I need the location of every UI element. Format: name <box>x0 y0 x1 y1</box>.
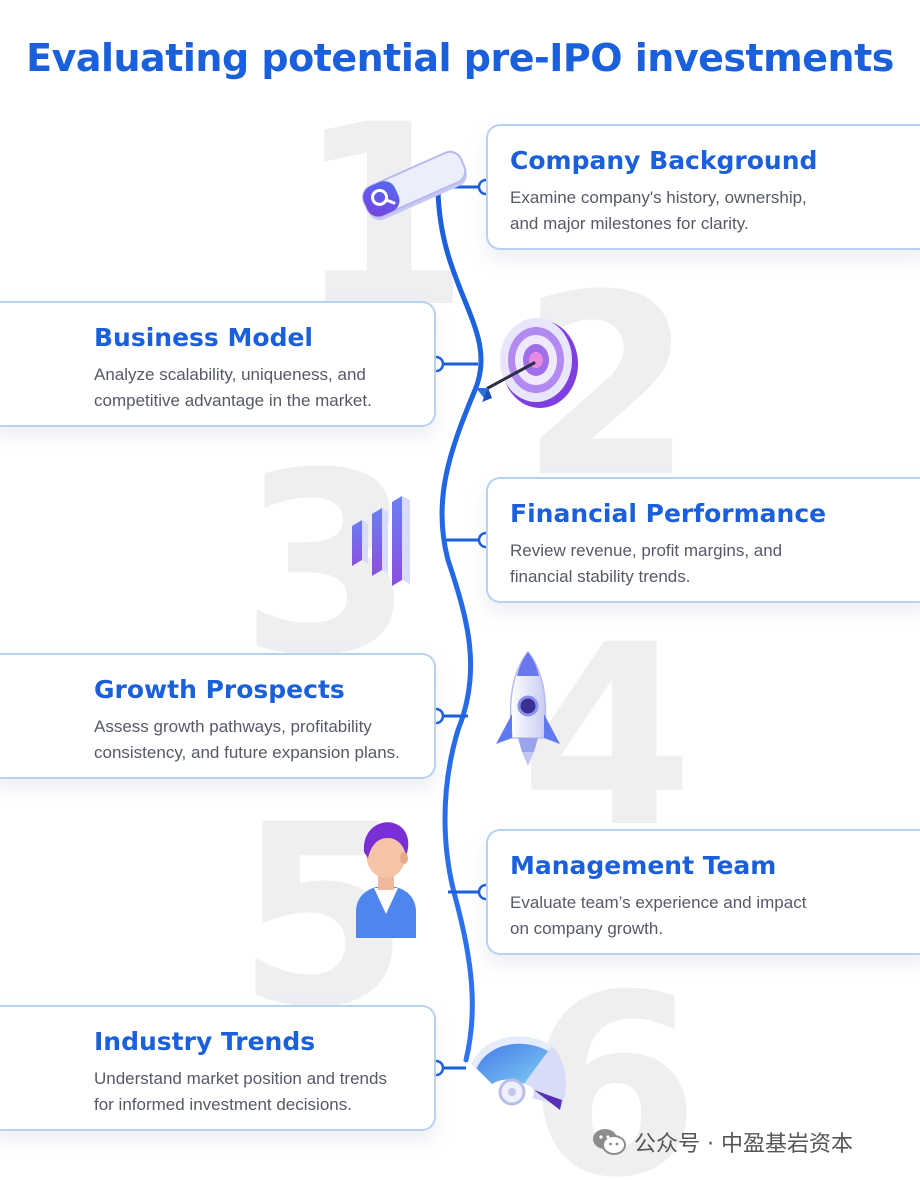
step-card-management-team: Management Team Evaluate team’s experien… <box>486 829 920 955</box>
step-title: Financial Performance <box>510 499 827 528</box>
bar-chart-icon <box>352 496 410 586</box>
step-title: Growth Prospects <box>94 675 345 704</box>
person-icon <box>356 822 416 938</box>
step-description: Analyze scalability, uniqueness, and com… <box>94 365 372 410</box>
step-description: Evaluate team’s experience and impact on… <box>510 893 807 938</box>
step-card-industry-trends: Industry Trends Understand market positi… <box>0 1005 436 1131</box>
step-card-financial-performance: Financial Performance Review revenue, pr… <box>486 477 920 603</box>
step-card-company-background: Company Background Examine company's his… <box>486 124 920 250</box>
step-title: Industry Trends <box>94 1027 316 1056</box>
step-description: Examine company's history, ownership, an… <box>510 188 807 233</box>
step-card-growth-prospects: Growth Prospects Assess growth pathways,… <box>0 653 436 779</box>
target-dart-icon <box>476 318 578 408</box>
step-description: Understand market position and trends fo… <box>94 1069 387 1114</box>
page-title: Evaluating potential pre-IPO investments <box>26 36 894 80</box>
rocket-icon <box>496 650 560 766</box>
step-title: Management Team <box>510 851 777 880</box>
step-card-business-model: Business Model Analyze scalability, uniq… <box>0 301 436 427</box>
watermark-text: 公众号 · 中盈基岩资本 <box>634 1132 853 1157</box>
wechat-icon <box>593 1129 626 1155</box>
step-description: Assess growth pathways, profitability co… <box>94 717 400 762</box>
gauge-icon <box>472 1036 567 1110</box>
step-title: Company Background <box>510 146 818 175</box>
watermark: 公众号 · 中盈基岩资本 <box>592 1126 853 1158</box>
step-description: Review revenue, profit margins, and fina… <box>510 541 783 586</box>
step-title: Business Model <box>94 323 313 352</box>
search-bar-icon <box>362 150 467 221</box>
timeline-curve <box>435 187 484 1063</box>
